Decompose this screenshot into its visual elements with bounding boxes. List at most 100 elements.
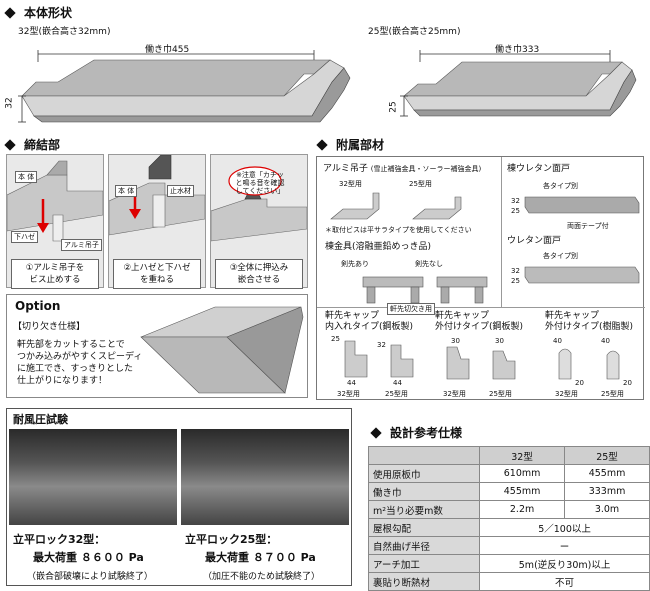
step2-line1: ②上ハゼと下ハゼ	[123, 263, 191, 273]
step1-clip-label: アルミ吊子	[61, 239, 102, 251]
wind-right-line2: 最大荷重 ８７００ Pa	[205, 551, 316, 564]
spec-row-label: 使用原板巾	[367, 464, 481, 483]
accessories-divider	[501, 157, 502, 307]
spec-header-row: 32型 25型	[367, 446, 650, 465]
ridge-bracket-without-drill: 剣先なし	[415, 260, 443, 268]
eaves-cap-resin-d20a: 20	[575, 379, 584, 387]
type25-label: 25型(嵌合高さ25mm)	[368, 27, 461, 37]
option-subtitle: 【切り欠き仕様】	[13, 322, 86, 332]
section-spec-heading: 設計参考仕様	[370, 424, 462, 441]
spec-row-label: 裏貼り断熱材	[367, 572, 481, 591]
option-cut-panel-drawing	[140, 306, 304, 394]
spec-row-label: 働き巾	[367, 482, 481, 501]
clip-title-row: アルミ吊子 (雪止補強金具・ソーラー補強金具)	[323, 161, 481, 174]
eaves-cap-resin-32-label: 32型用	[555, 390, 578, 398]
option-title: Option	[15, 299, 61, 313]
wind-left-line3: （嵌合部破壊により試験終了）	[27, 572, 153, 582]
eaves-cap-out-d30a: 30	[451, 337, 460, 345]
step3-note-label: ※注意「カチッと鳴る音を確認してください」	[235, 171, 285, 195]
eaves-cap-resin-drawing	[558, 348, 620, 380]
eaves-cap-in-32-label: 32型用	[337, 390, 360, 398]
eaves-cap-resin-25-label: 25型用	[601, 390, 624, 398]
eaves-cap-in-d44a: 44	[347, 379, 356, 387]
wind-test-header: 耐風圧試験	[7, 409, 351, 427]
urethane-dim25: 25	[511, 277, 520, 285]
option-panel: Option 【切り欠き仕様】 軒先部をカットすることで つかみ込みがやすくスピ…	[6, 294, 308, 398]
spec-row-label: 自然曲げ半径	[367, 536, 481, 555]
spec-row-v25: 3.0m	[564, 500, 650, 519]
section-fastening-title: 締結部	[24, 138, 61, 152]
fastening-step3-caption: ③全体に押込み 嵌合させる	[215, 259, 303, 289]
section-fastening-heading: 締結部	[4, 136, 61, 153]
accessories-hdivider	[317, 307, 645, 308]
wind-right-line1: 立平ロック25型：	[185, 533, 278, 546]
eaves-cap-out-25-label: 25型用	[489, 390, 512, 398]
fastening-step3-drawing	[210, 166, 308, 242]
step3-line1: ③全体に押込み	[229, 263, 289, 273]
spec-row-v32: 610mm	[479, 464, 566, 483]
step3-line2: 嵌合させる	[237, 275, 281, 285]
step1-body-label: 本 体	[15, 171, 38, 183]
fastening-step2-drawing	[108, 154, 206, 236]
eaves-cap-resin-title: 軒先キャップ 外付けタイプ(樹脂製)	[545, 311, 633, 333]
spec-row-span: 不可	[479, 572, 650, 591]
type32-panel-drawing	[18, 50, 351, 123]
step2-body-label: 本 体	[115, 185, 138, 197]
eaves-cap-in-title1: 軒先キャップ	[325, 311, 380, 321]
step1-lower-seam-label: 下ハゼ	[11, 231, 38, 243]
spec-row-span: 5／100以上	[479, 518, 650, 537]
eaves-cap-in-badge: 軒先切欠き用	[387, 303, 435, 315]
type25-height-label: 25	[388, 101, 399, 113]
eaves-cap-in-d32: 32	[377, 341, 386, 349]
eaves-cap-in-drawing	[344, 340, 414, 378]
clip-drawing	[330, 192, 462, 220]
eaves-cap-resin-d40a: 40	[553, 337, 562, 345]
spec-header-25: 25型	[564, 446, 650, 465]
section-accessories-title: 附属部材	[336, 138, 385, 152]
spec-row-v25: 333mm	[564, 482, 650, 501]
ridge-bracket-with-drill: 剣先あり	[341, 260, 369, 268]
section-accessories-heading: 附属部材	[316, 136, 385, 153]
fastening-step1-drawing	[6, 160, 104, 242]
eaves-cap-out-d30b: 30	[495, 337, 504, 345]
type25-panel-drawing	[400, 50, 637, 117]
fastening-step1-caption: ①アルミ吊子を ビス止めする	[11, 259, 99, 289]
table-row: 使用原板巾 610mm 455mm	[367, 464, 650, 483]
fastening-step2-panel: 本 体 止水材 ②上ハゼと下ハゼ を重ねる	[108, 154, 206, 289]
spec-header-blank	[367, 446, 481, 465]
option-line2: つかみ込みがやすくスピーディ	[17, 352, 143, 362]
step1-line1: ①アルミ吊子を	[25, 263, 85, 273]
clip-subtitle: (雪止補強金具・ソーラー補強金具)	[370, 165, 482, 173]
wind-test-title: 耐風圧試験	[13, 413, 68, 426]
diamond-icon	[4, 6, 16, 19]
eaves-cap-out-drawing	[446, 346, 516, 380]
table-row: 自然曲げ半径 ー	[367, 536, 650, 555]
urethane-title: ウレタン面戸	[507, 236, 562, 246]
ridge-urethane-drawing	[524, 196, 640, 214]
eaves-cap-out-title1: 軒先キャップ	[435, 311, 490, 321]
table-row: m²当り必要m数 2.2m 3.0m	[367, 500, 650, 519]
option-description: 軒先部をカットすることで つかみ込みがやすくスピーディ に施工でき、すっきりとし…	[17, 339, 142, 387]
option-line3: に施工でき、すっきりとした	[17, 364, 134, 374]
fastening-step3-panel: ※注意「カチッと鳴る音を確認してください」 ③全体に押込み 嵌合させる	[210, 154, 308, 289]
eaves-cap-out-title2: 外付けタイプ(鋼板製)	[435, 322, 524, 332]
clip-25-label: 25型用	[409, 180, 432, 188]
eaves-cap-resin-title2: 外付けタイプ(樹脂製)	[545, 322, 634, 332]
wind-test-photo-right	[181, 429, 349, 525]
step2-sealant-label: 止水材	[167, 185, 194, 197]
ridge-urethane-title: 棟ウレタン面戸	[507, 164, 571, 174]
eaves-cap-in-d44b: 44	[393, 379, 402, 387]
eaves-cap-resin-d20b: 20	[623, 379, 632, 387]
type25-width-label: 働き巾333	[495, 45, 540, 55]
fastening-step2-caption: ②上ハゼと下ハゼ を重ねる	[113, 259, 201, 289]
spec-row-span: 5m(逆反り30m)以上	[479, 554, 650, 573]
eaves-cap-out-32-label: 32型用	[443, 390, 466, 398]
wind-test-photo-left	[9, 429, 177, 525]
eaves-cap-out-title: 軒先キャップ 外付けタイプ(鋼板製)	[435, 311, 523, 333]
type32-label: 32型(嵌合高さ32mm)	[18, 27, 111, 37]
table-row: 屋根勾配 5／100以上	[367, 518, 650, 537]
spec-row-v32: 2.2m	[479, 500, 566, 519]
diamond-icon	[316, 138, 328, 151]
section-body-shape-heading: 本体形状	[4, 4, 72, 21]
ridge-urethane-tape-label: 両面テープ付	[567, 222, 609, 230]
